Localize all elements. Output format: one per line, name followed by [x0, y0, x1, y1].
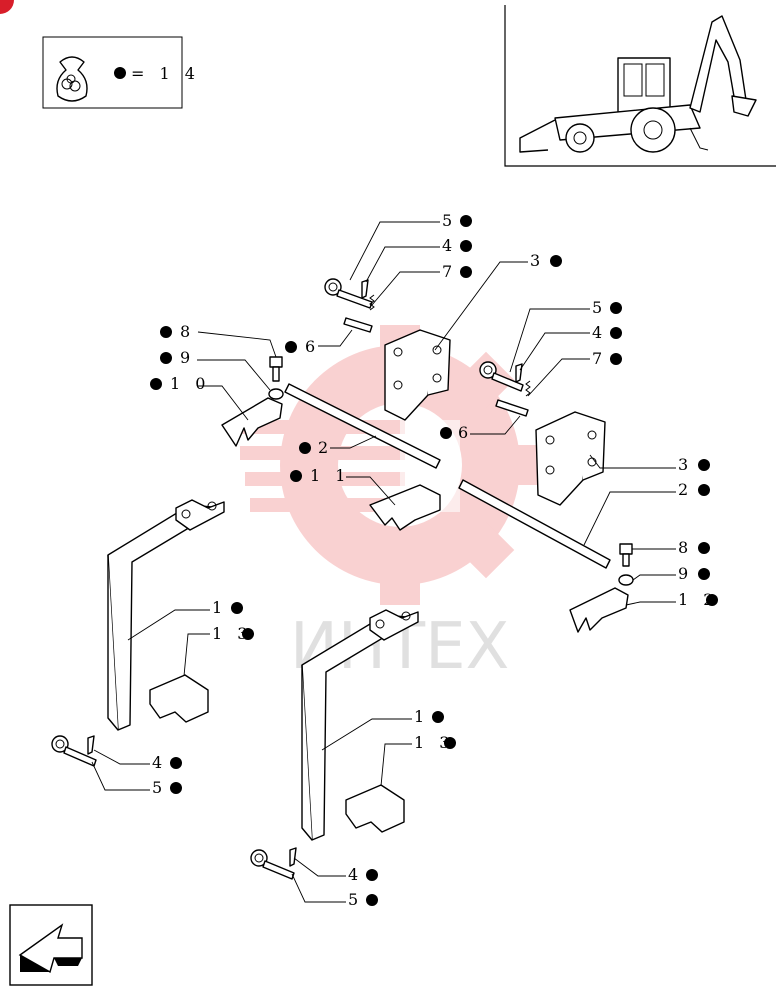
ring-pin-upper-right	[479, 361, 524, 392]
callout-3a: 3	[530, 251, 545, 270]
spring-upper-left	[369, 294, 375, 311]
callout-8a: 8	[180, 322, 195, 341]
callout-bullet-icon	[290, 470, 302, 482]
corner-badge	[0, 0, 14, 14]
callout-bullet-icon	[706, 594, 718, 606]
lynch-clip-upper-right	[515, 363, 523, 383]
callout-labels: 5 4 7 3 8 6 9 1 0 5 4 7 6 2 1 1 3 2 8 9 1 2 1 1 3 4 5 1 1 3 4 5	[150, 211, 718, 909]
callout-2a: 2	[318, 438, 333, 457]
callout-12: 1 2	[678, 590, 718, 609]
callout-bullet-icon	[366, 894, 378, 906]
callout-bullet-icon	[366, 869, 378, 881]
leader-lines	[91, 221, 676, 903]
callout-9a: 9	[180, 348, 195, 367]
bracket-13-left	[149, 674, 209, 723]
ring-pin-upper-left	[324, 278, 373, 309]
ring-pin-lower-right	[250, 849, 295, 880]
callout-bullet-icon	[160, 326, 172, 338]
callout-10: 1 0	[170, 374, 210, 393]
callout-5b: 5	[592, 298, 607, 317]
pin-6-upper	[343, 317, 373, 333]
callout-4b: 4	[592, 323, 607, 342]
plate-12	[569, 587, 629, 633]
callout-bullet-icon	[610, 327, 622, 339]
callout-1a: 1	[212, 598, 227, 617]
rod-2-lower	[458, 479, 611, 569]
callout-7b: 7	[592, 349, 607, 368]
callout-bullet-icon	[299, 442, 311, 454]
next-page-arrow-icon[interactable]	[9, 904, 93, 986]
callout-5a: 5	[442, 211, 457, 230]
callout-bullet-icon	[610, 302, 622, 314]
callout-bullet-icon	[150, 378, 162, 390]
plate-10	[221, 397, 283, 447]
backhoe-loader-thumbnail	[504, 5, 776, 167]
callout-bullet-icon	[231, 602, 243, 614]
callout-bullet-icon	[550, 255, 562, 267]
lynch-clip-lower-right	[289, 847, 297, 867]
bolt-8-right	[619, 543, 633, 567]
callout-bullet-icon	[285, 341, 297, 353]
callout-3b: 3	[678, 455, 693, 474]
callout-7a: 7	[442, 262, 457, 281]
rod-2-upper	[284, 383, 441, 469]
callout-9b: 9	[678, 564, 693, 583]
ring-pin-lower-left	[51, 735, 97, 767]
kit-quantity: = 1 4	[131, 64, 200, 83]
callout-1b: 1	[414, 707, 429, 726]
callout-bullet-icon	[460, 215, 472, 227]
callout-bullet-icon	[440, 427, 452, 439]
lynch-clip-upper-left	[361, 279, 369, 299]
bracket-11	[369, 484, 441, 531]
callout-bullet-icon	[170, 757, 182, 769]
callout-bullet-icon	[698, 484, 710, 496]
washer-9-left	[268, 388, 284, 400]
callout-bullet-icon	[460, 240, 472, 252]
callout-bullet-icon	[698, 459, 710, 471]
callout-bullet-icon	[460, 266, 472, 278]
spring-upper-right	[525, 380, 531, 397]
callout-bullet-icon	[610, 353, 622, 365]
callout-bullet-icon	[432, 711, 444, 723]
callout-bullet-icon	[242, 628, 254, 640]
kit-box: = 1 4	[42, 36, 200, 109]
callout-bullet-icon	[698, 568, 710, 580]
bracket-13-right	[345, 784, 405, 833]
callout-bullet-icon	[170, 782, 182, 794]
callout-bullet-icon	[698, 542, 710, 554]
callout-11: 1 1	[310, 466, 350, 485]
lynch-clip-lower-left	[87, 735, 95, 755]
fork-tine-1-left	[107, 499, 225, 731]
bullet-icon	[114, 67, 126, 79]
callout-6b: 6	[458, 423, 473, 442]
pin-6-right	[495, 399, 529, 417]
callout-4c: 4	[152, 753, 167, 772]
callout-4a: 4	[442, 236, 457, 255]
fork-tine-1-right	[301, 609, 419, 841]
bracket-3-upper	[384, 329, 451, 421]
callout-5d: 5	[348, 890, 363, 909]
callout-13a: 1 3	[212, 624, 252, 643]
bracket-3-right	[535, 411, 606, 506]
callout-bullet-icon	[444, 737, 456, 749]
parts-bag-icon	[56, 56, 88, 102]
washer-9-right	[618, 574, 634, 586]
callout-bullet-icon	[160, 352, 172, 364]
callout-5c: 5	[152, 778, 167, 797]
callout-8b: 8	[678, 538, 693, 557]
callout-13b: 1 3	[414, 733, 454, 752]
callout-2b: 2	[678, 480, 693, 499]
bolt-8-left	[269, 356, 283, 382]
callout-6a: 6	[305, 337, 320, 356]
callout-4d: 4	[348, 865, 363, 884]
